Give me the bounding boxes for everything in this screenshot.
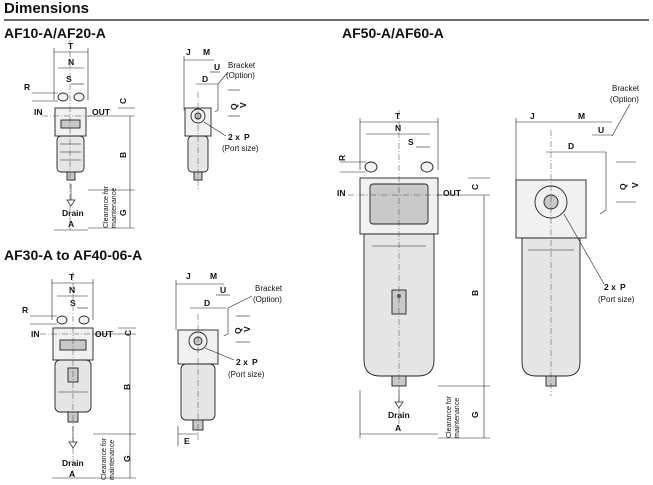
af50-label-g: G <box>470 411 480 418</box>
af10-maintenance-text: maintenance <box>111 188 118 228</box>
af50-label-out: OUT <box>443 188 462 198</box>
af10-bracket-text: Bracket <box>228 61 256 70</box>
af50-label-u: U <box>598 125 604 135</box>
af10-option-text: (Option) <box>226 71 255 80</box>
af50-label-j: J <box>530 111 535 121</box>
af50-label-a: A <box>395 423 401 433</box>
af10-label-c: C <box>118 98 128 104</box>
af30-label-j: J <box>186 271 191 281</box>
af30-option-text: (Option) <box>253 295 282 304</box>
af10-label-s: S <box>66 74 72 84</box>
af50-maintenance-text: maintenance <box>454 398 461 438</box>
af10-label-t: T <box>68 41 74 51</box>
af50-label-t: T <box>395 111 401 121</box>
af10-port-label: P <box>244 132 250 142</box>
af30-port-label: P <box>252 357 258 367</box>
af50-label-drain: Drain <box>388 410 410 420</box>
af10-label-j: J <box>186 47 191 57</box>
af10-label-b: B <box>118 152 128 158</box>
af50-label-n: N <box>395 123 401 133</box>
af10-label-u: U <box>214 62 220 72</box>
af10-side-view: J M U D Bracket (Option) Q V 2 x P (Port… <box>183 47 259 190</box>
af50-front-view: T N S R IN OUT C B G Clearance for maint… <box>337 110 490 439</box>
heading-af10-af20: AF10-A/AF20-A <box>4 25 106 41</box>
af50-label-m: M <box>578 111 585 121</box>
af50-label-in: IN <box>337 188 346 198</box>
af10-port-count: 2 x <box>228 132 240 142</box>
af10-label-q: Q <box>229 103 239 110</box>
af30-bracket-text: Bracket <box>255 284 283 293</box>
af10-label-out: OUT <box>92 107 111 117</box>
af10-clearance-text: Clearance for <box>103 185 110 228</box>
af50-side-view: J M U D Bracket (Option) Q V 2 x P (Port… <box>515 84 640 396</box>
af30-label-d: D <box>204 298 210 308</box>
af30-maintenance-text: maintenance <box>109 440 116 480</box>
af30-side-view: J M U D Bracket (Option) Q V 2 x P (Port… <box>175 271 283 446</box>
af30-label-n: N <box>69 285 75 295</box>
af50-label-q: Q <box>618 183 628 190</box>
af50-clearance-text: Clearance for <box>446 395 453 438</box>
af30-label-g: G <box>122 455 132 462</box>
af10-label-drain: Drain <box>62 208 84 218</box>
af30-front-view: T N S R IN OUT C B G Clearance for maint… <box>22 272 136 480</box>
heading-af50-af60: AF50-A/AF60-A <box>342 25 444 41</box>
heading-af30-af40: AF30-A to AF40-06-A <box>4 247 143 263</box>
af10-port-size: (Port size) <box>222 144 259 153</box>
af10-label-d: D <box>202 74 208 84</box>
af10-label-g: G <box>118 209 128 216</box>
af30-port-count: 2 x <box>236 357 248 367</box>
af30-label-b: B <box>122 384 132 390</box>
page-title: Dimensions <box>4 0 90 17</box>
af30-clearance-text: Clearance for <box>101 437 108 480</box>
af10-label-a: A <box>68 219 74 229</box>
af30-label-e: E <box>184 436 190 446</box>
af50-port-size: (Port size) <box>598 295 635 304</box>
af30-label-a: A <box>69 469 75 479</box>
af10-label-r: R <box>24 82 30 92</box>
af50-port-label: P <box>620 282 626 292</box>
af30-label-drain: Drain <box>62 458 84 468</box>
af30-label-t: T <box>69 272 75 282</box>
af10-label-v: V <box>238 102 248 108</box>
af50-label-d: D <box>568 141 574 151</box>
af50-label-s: S <box>408 137 414 147</box>
af50-bracket-text: Bracket <box>612 84 640 93</box>
af50-option-text: (Option) <box>610 95 639 104</box>
af10-label-in: IN <box>34 107 43 117</box>
af30-label-in: IN <box>31 329 40 339</box>
af10-front-view: T N S R IN OUT C B G Clearance for maint… <box>24 40 135 231</box>
af50-port-count: 2 x <box>604 282 616 292</box>
af30-label-r: R <box>22 305 28 315</box>
af30-label-m: M <box>210 271 217 281</box>
af30-label-c: C <box>123 330 133 336</box>
af30-label-q: Q <box>233 327 243 334</box>
af10-label-n: N <box>68 57 74 67</box>
af30-port-size: (Port size) <box>228 370 265 379</box>
af50-label-v: V <box>630 182 640 188</box>
af10-label-m: M <box>203 47 210 57</box>
af30-label-v: V <box>242 326 252 332</box>
af50-label-r: R <box>337 155 347 161</box>
af50-label-b: B <box>470 290 480 296</box>
af50-label-c: C <box>470 184 480 190</box>
title-divider <box>4 19 649 21</box>
af30-label-u: U <box>220 285 226 295</box>
